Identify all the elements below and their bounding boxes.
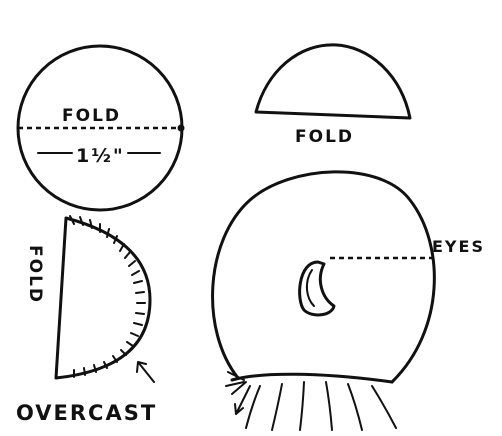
head-pattern: EYES [211,170,485,431]
head-outline [211,170,436,384]
neck-gather-line [230,372,394,384]
fold-line-end-dot [177,124,185,132]
half-circle-fold-label: FOLD [295,127,354,147]
overcast-label: OVERCAST [16,401,157,425]
neck-arrow [234,385,251,415]
eye-shape [298,260,336,317]
overcast-pattern: FOLD OVERCAST [16,215,157,425]
vertical-fold-label: FOLD [25,245,45,304]
circle-fold-label: FOLD [62,106,121,126]
overcast-stitches [69,215,146,378]
half-circle-pattern: FOLD [254,43,412,147]
half-circle-outline [254,43,412,120]
measure-label: 1½" [76,145,125,167]
circle-pattern: FOLD 1½" [16,44,185,212]
overcast-arrow [136,361,155,383]
eyes-label: EYES [432,237,485,256]
eye-inner-line [306,269,315,307]
neck-thread-tie [225,371,247,395]
overcast-half-outline [54,216,152,380]
gathered-fabric-folds [245,381,397,431]
